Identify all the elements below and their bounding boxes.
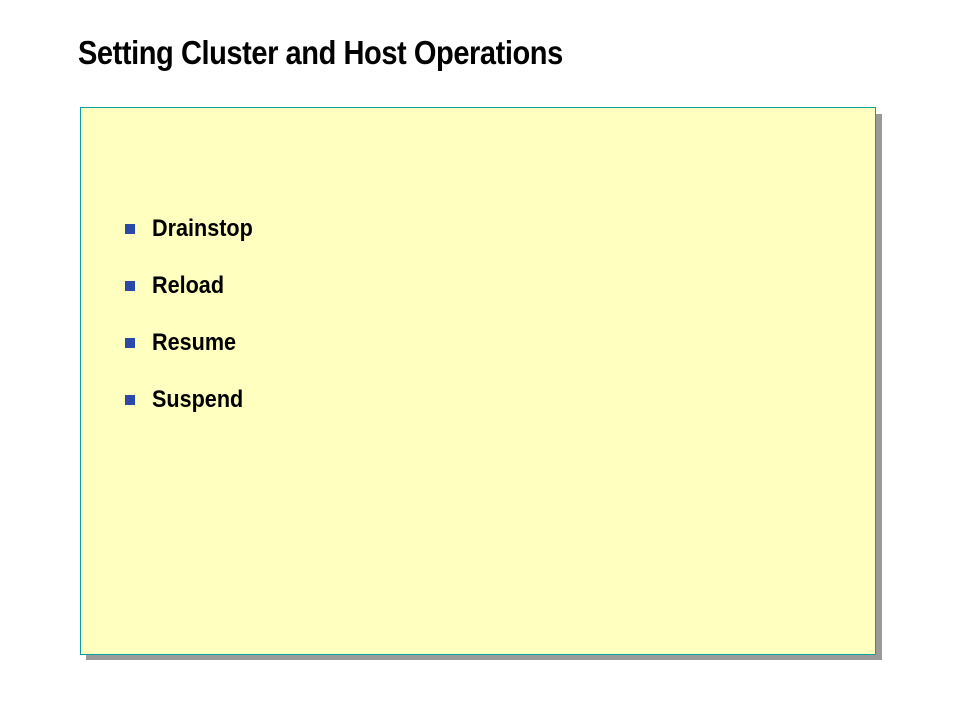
bullet-item-resume: Resume bbox=[125, 314, 264, 371]
bullet-text: Suspend bbox=[152, 385, 244, 413]
slide-title: Setting Cluster and Host Operations bbox=[78, 34, 563, 71]
square-bullet-icon bbox=[125, 223, 135, 234]
square-bullet-icon bbox=[125, 280, 135, 291]
square-bullet-icon bbox=[125, 394, 135, 405]
content-box: Drainstop Reload Resume Suspend bbox=[80, 107, 876, 655]
bullet-item-suspend: Suspend bbox=[125, 371, 264, 428]
bullet-item-reload: Reload bbox=[125, 257, 264, 314]
bullet-text: Reload bbox=[152, 271, 225, 299]
square-bullet-icon bbox=[125, 337, 135, 348]
bullet-list: Drainstop Reload Resume Suspend bbox=[125, 200, 264, 428]
bullet-text: Resume bbox=[152, 328, 237, 356]
bullet-text: Drainstop bbox=[152, 214, 253, 242]
bullet-item-drainstop: Drainstop bbox=[125, 200, 264, 257]
